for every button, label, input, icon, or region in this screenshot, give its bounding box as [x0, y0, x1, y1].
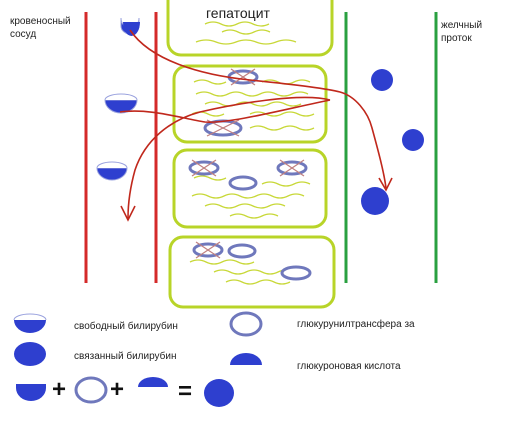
legend-bound-bilirubin-label: связанный билирубин: [74, 351, 177, 362]
equation-glucuronic-acid: [138, 377, 168, 387]
legend-free-bilirubin-icon: [14, 320, 46, 333]
vessel-molecules: [96, 17, 140, 181]
equation-bound-bilirubin: [204, 379, 234, 407]
legend-free-bilirubin-label: свободный билирубин: [74, 321, 178, 332]
vessel-molecule-top: [123, 22, 140, 37]
transport-arrows: [119, 29, 393, 222]
duct-molecule-2: [402, 129, 424, 151]
duct-molecule-3: [361, 187, 389, 215]
legend-bound-bilirubin-icon: [14, 342, 46, 366]
vessel-label: кровеносный сосуд: [10, 16, 71, 40]
duct-molecule-1: [371, 69, 393, 91]
legend-free-bilirubin-icon-top: [13, 313, 47, 321]
equation-free-bilirubin: [16, 384, 46, 401]
transferase-rings: [188, 69, 312, 281]
hepatocyte-label: гепатоцит: [206, 5, 270, 21]
equals-sign: =: [178, 378, 193, 405]
equation-transferase: [74, 376, 108, 404]
legend-glucuronic-acid-label: глюкуроновая кислота: [297, 361, 401, 372]
plus-sign-2: +: [110, 376, 125, 403]
legend-transferase-label: глюкурунилтрансфера за: [297, 319, 415, 330]
hepatocyte-cell-top: [166, 0, 334, 57]
legend-transferase-icon: [229, 311, 263, 337]
plus-sign-1: +: [52, 376, 67, 403]
duct-label: желчный проток: [441, 20, 483, 44]
legend-glucuronic-acid-icon: [230, 353, 262, 365]
